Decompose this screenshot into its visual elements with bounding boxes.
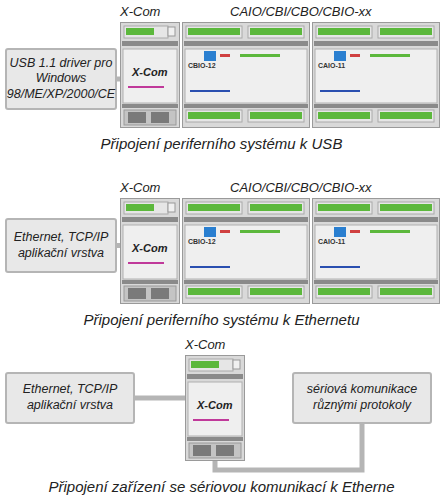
module-label: X-Com bbox=[132, 242, 167, 254]
hardware-module: X-ComX-Com bbox=[120, 22, 180, 128]
software-box: Ethernet, TCP/IP aplikační vrstva bbox=[5, 372, 135, 424]
hardware-module: X-ComX-Com bbox=[120, 198, 180, 304]
software-box: Ethernet, TCP/IP aplikační vrstva bbox=[5, 218, 117, 273]
module-heading: X-Com bbox=[120, 180, 160, 195]
io-module bbox=[183, 23, 310, 128]
caption-text: Připojení periferního systému k Ethernet… bbox=[0, 311, 443, 328]
io-module bbox=[313, 199, 440, 304]
hardware-module: X-ComX-Com bbox=[185, 355, 245, 461]
module-heading: CAIO/CBI/CBO/CBIO-xx bbox=[230, 180, 372, 195]
software-box: sériová komunikace různými protokoly bbox=[292, 372, 432, 424]
caption-text: Připojení zařízení se sériovou komunikac… bbox=[0, 478, 443, 495]
io-module bbox=[313, 23, 440, 128]
caption-text: Připojení periferního systému k USB bbox=[0, 135, 443, 152]
io-module bbox=[183, 199, 310, 304]
xcom-module bbox=[121, 199, 180, 304]
box-text: Ethernet, TCP/IP aplikační vrstva bbox=[12, 382, 128, 413]
module-heading: X-Com bbox=[185, 337, 225, 352]
xcom-module bbox=[121, 23, 180, 128]
cable-line bbox=[215, 424, 362, 470]
box-text: Ethernet, TCP/IP aplikační vrstva bbox=[12, 230, 110, 261]
module-label: X-Com bbox=[197, 399, 232, 411]
module-label: X-Com bbox=[132, 66, 167, 78]
module-label: CAIO-11 bbox=[318, 62, 345, 69]
module-heading: CAIO/CBI/CBO/CBIO-xx bbox=[230, 4, 372, 19]
cable-line bbox=[135, 396, 185, 401]
cable-line bbox=[117, 77, 120, 82]
box-text: USB 1.1 driver pro Windows 98/ME/XP/2000… bbox=[7, 56, 115, 103]
module-label: CBIO-12 bbox=[188, 62, 216, 69]
hardware-module: CAIO-11 bbox=[312, 22, 440, 128]
module-label: CBIO-12 bbox=[188, 238, 216, 245]
module-label: CAIO-11 bbox=[318, 238, 345, 245]
hardware-module: CAIO-11 bbox=[312, 198, 440, 304]
hardware-module: CAIO/CBI/CBO/CBIO-xxCBIO-12 bbox=[182, 22, 310, 128]
hardware-module: CAIO/CBI/CBO/CBIO-xxCBIO-12 bbox=[182, 198, 310, 304]
module-heading: X-Com bbox=[120, 4, 160, 19]
cable-line bbox=[117, 243, 120, 248]
xcom-module bbox=[186, 356, 245, 461]
software-box: USB 1.1 driver pro Windows 98/ME/XP/2000… bbox=[5, 48, 117, 110]
box-text: sériová komunikace různými protokoly bbox=[299, 382, 425, 413]
